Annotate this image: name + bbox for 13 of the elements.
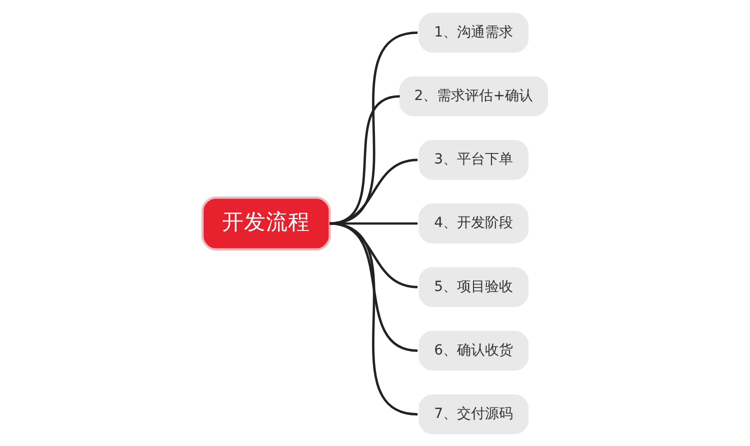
connector bbox=[330, 158, 418, 224]
connector bbox=[330, 222, 418, 352]
node-box: 5、项目验收 bbox=[418, 266, 529, 307]
connector bbox=[330, 94, 400, 224]
node-box: 6、确认收货 bbox=[418, 330, 529, 370]
node-box: 开发流程 bbox=[201, 196, 331, 250]
node-box: 2、需求评估+确认 bbox=[399, 76, 548, 116]
node-box: 4、开发阶段 bbox=[418, 203, 529, 243]
node-box: 7、交付源码 bbox=[418, 394, 529, 434]
connector bbox=[330, 222, 418, 415]
connector bbox=[330, 31, 418, 224]
node-box: 3、平台下单 bbox=[418, 139, 529, 180]
node-box: 1、沟通需求 bbox=[418, 12, 529, 52]
